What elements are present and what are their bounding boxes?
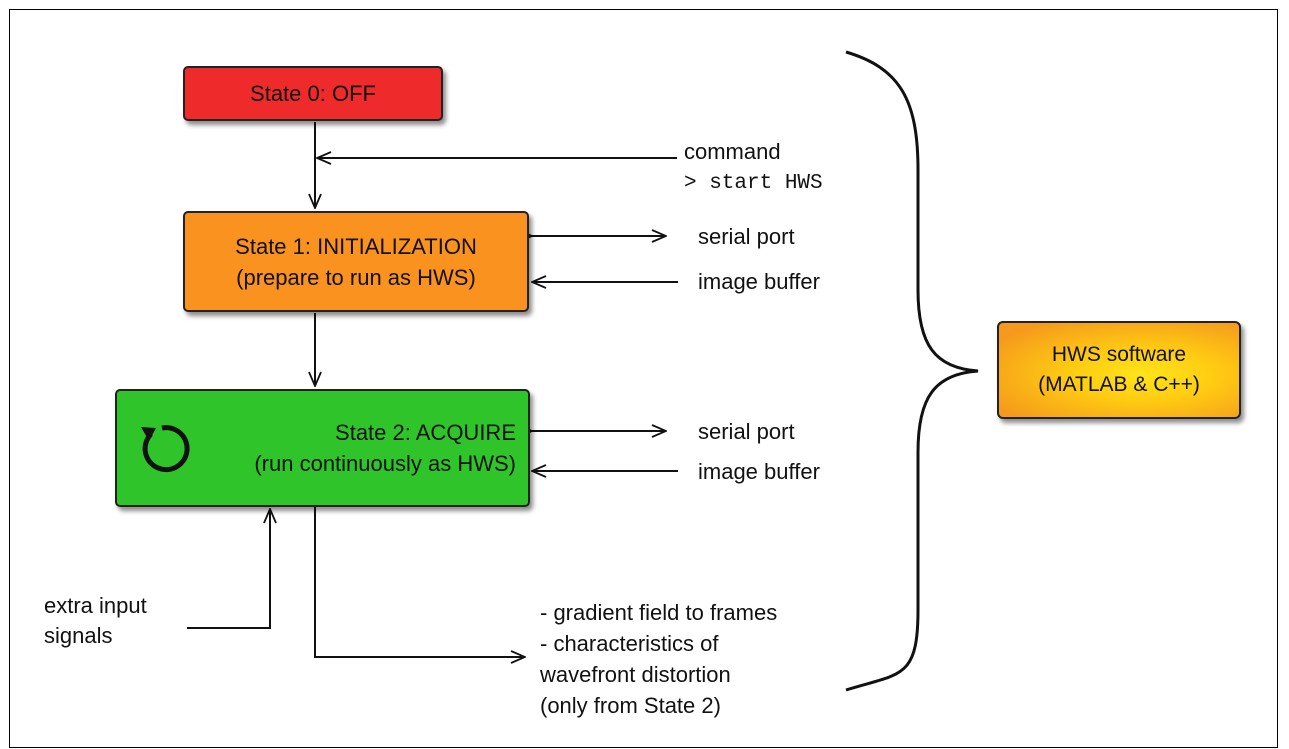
init-serial-port-label: serial port	[698, 224, 795, 249]
output-line-4: (only from State 2)	[540, 693, 721, 718]
state-1-subtitle: (prepare to run as HWS)	[236, 264, 476, 290]
output-line-1: - gradient field to frames	[540, 600, 778, 625]
arrow-output	[314, 507, 525, 657]
hws-software-box: HWS software (MATLAB & C++)	[997, 321, 1241, 419]
init-image-buffer-label: image buffer	[698, 269, 820, 294]
acquire-image-buffer-label: image buffer	[698, 459, 820, 484]
output-line-2: - characteristics of	[540, 631, 719, 656]
hws-software-title: HWS software	[1051, 343, 1187, 366]
extra-input-label-line1: extra input	[44, 593, 147, 618]
state-2-acquire-box: State 2: ACQUIRE (run continuously as HW…	[115, 389, 530, 507]
state-2-subtitle: (run continuously as HWS)	[254, 451, 516, 476]
arrow-extra-input	[187, 509, 270, 629]
hws-software-subtitle: (MATLAB & C++)	[1038, 373, 1200, 396]
state-1-init-box: State 1: INITIALIZATION (prepare to run …	[183, 211, 529, 312]
state-0-off-box: State 0: OFF	[183, 66, 443, 121]
state-1-title: State 1: INITIALIZATION	[235, 233, 477, 259]
command-code: > start HWS	[684, 172, 823, 195]
command-label: command	[684, 139, 781, 164]
state-0-label: State 0: OFF	[250, 80, 376, 106]
output-line-3: wavefront distortion	[540, 662, 731, 687]
state-2-title: State 2: ACQUIRE	[335, 420, 516, 445]
acquire-serial-port-label: serial port	[698, 419, 795, 444]
brace	[845, 50, 979, 692]
extra-input-label-line2: signals	[44, 623, 113, 648]
cycle-arrow-icon	[141, 425, 190, 473]
